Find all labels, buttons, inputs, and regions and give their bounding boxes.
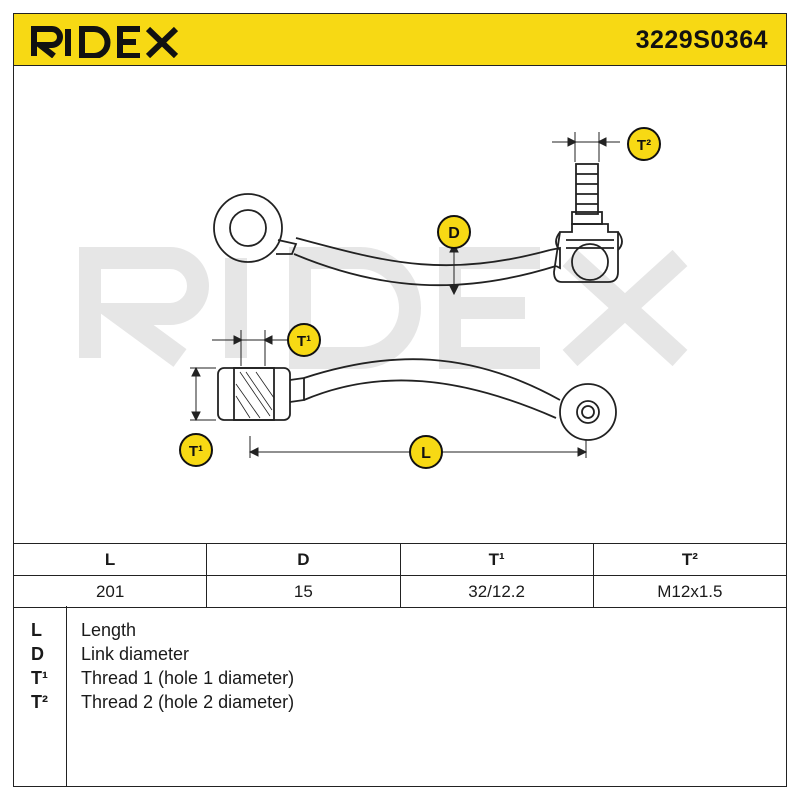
specs-header-row: L D T¹ T² bbox=[12, 543, 788, 576]
bottom-link bbox=[217, 358, 617, 441]
specs-value-t1: 32/12.2 bbox=[399, 575, 594, 608]
callout-t1-left: T¹ bbox=[179, 433, 213, 467]
legend-desc: Thread 1 (hole 1 diameter) bbox=[81, 668, 295, 688]
legend-key: L bbox=[31, 620, 42, 640]
ridex-watermark bbox=[79, 247, 688, 369]
drawing-frame bbox=[13, 66, 787, 787]
specs-table: L D T¹ T² 201 15 32/12.2 M12x1.5 bbox=[12, 543, 788, 608]
svg-text:L: L bbox=[421, 445, 431, 462]
svg-text:T¹: T¹ bbox=[189, 443, 203, 460]
bottom-dimensions bbox=[190, 330, 588, 458]
legend: L Length D Link diameter T¹ Thread 1 (ho… bbox=[13, 606, 787, 787]
top-link bbox=[213, 163, 623, 287]
specs-header-t1: T¹ bbox=[399, 543, 594, 576]
specs-header-t2: T² bbox=[592, 543, 788, 576]
legend-desc: Link diameter bbox=[81, 644, 190, 664]
specs-value-l: 201 bbox=[12, 575, 208, 608]
legend-item: L Length bbox=[13, 620, 787, 644]
callout-d: D bbox=[437, 215, 471, 249]
legend-key: T² bbox=[31, 692, 48, 712]
svg-text:T²: T² bbox=[637, 137, 651, 154]
legend-item: T¹ Thread 1 (hole 1 diameter) bbox=[13, 668, 787, 692]
part-number: 3229S0364 bbox=[635, 26, 768, 54]
legend-key: T¹ bbox=[31, 668, 48, 688]
specs-header-l: L bbox=[12, 543, 208, 576]
svg-text:D: D bbox=[448, 225, 460, 242]
callout-t2: T² bbox=[627, 127, 661, 161]
legend-item: D Link diameter bbox=[13, 644, 787, 668]
specs-header-d: D bbox=[206, 543, 401, 576]
svg-text:T¹: T¹ bbox=[297, 333, 311, 350]
callout-t1-top: T¹ bbox=[287, 323, 321, 357]
legend-desc: Length bbox=[81, 620, 137, 640]
header-bar: 3229S0364 bbox=[13, 13, 787, 66]
callout-l: L bbox=[409, 435, 443, 469]
specs-value-d: 15 bbox=[206, 575, 401, 608]
specs-value-row: 201 15 32/12.2 M12x1.5 bbox=[12, 575, 788, 608]
technical-drawing: D T² T¹ T¹ L bbox=[79, 127, 688, 469]
legend-divider bbox=[66, 606, 67, 787]
ridex-logo bbox=[31, 26, 179, 58]
legend-item: T² Thread 2 (hole 2 diameter) bbox=[13, 692, 787, 716]
legend-key: D bbox=[31, 644, 44, 664]
specs-value-t2: M12x1.5 bbox=[592, 575, 788, 608]
legend-desc: Thread 2 (hole 2 diameter) bbox=[81, 692, 295, 712]
